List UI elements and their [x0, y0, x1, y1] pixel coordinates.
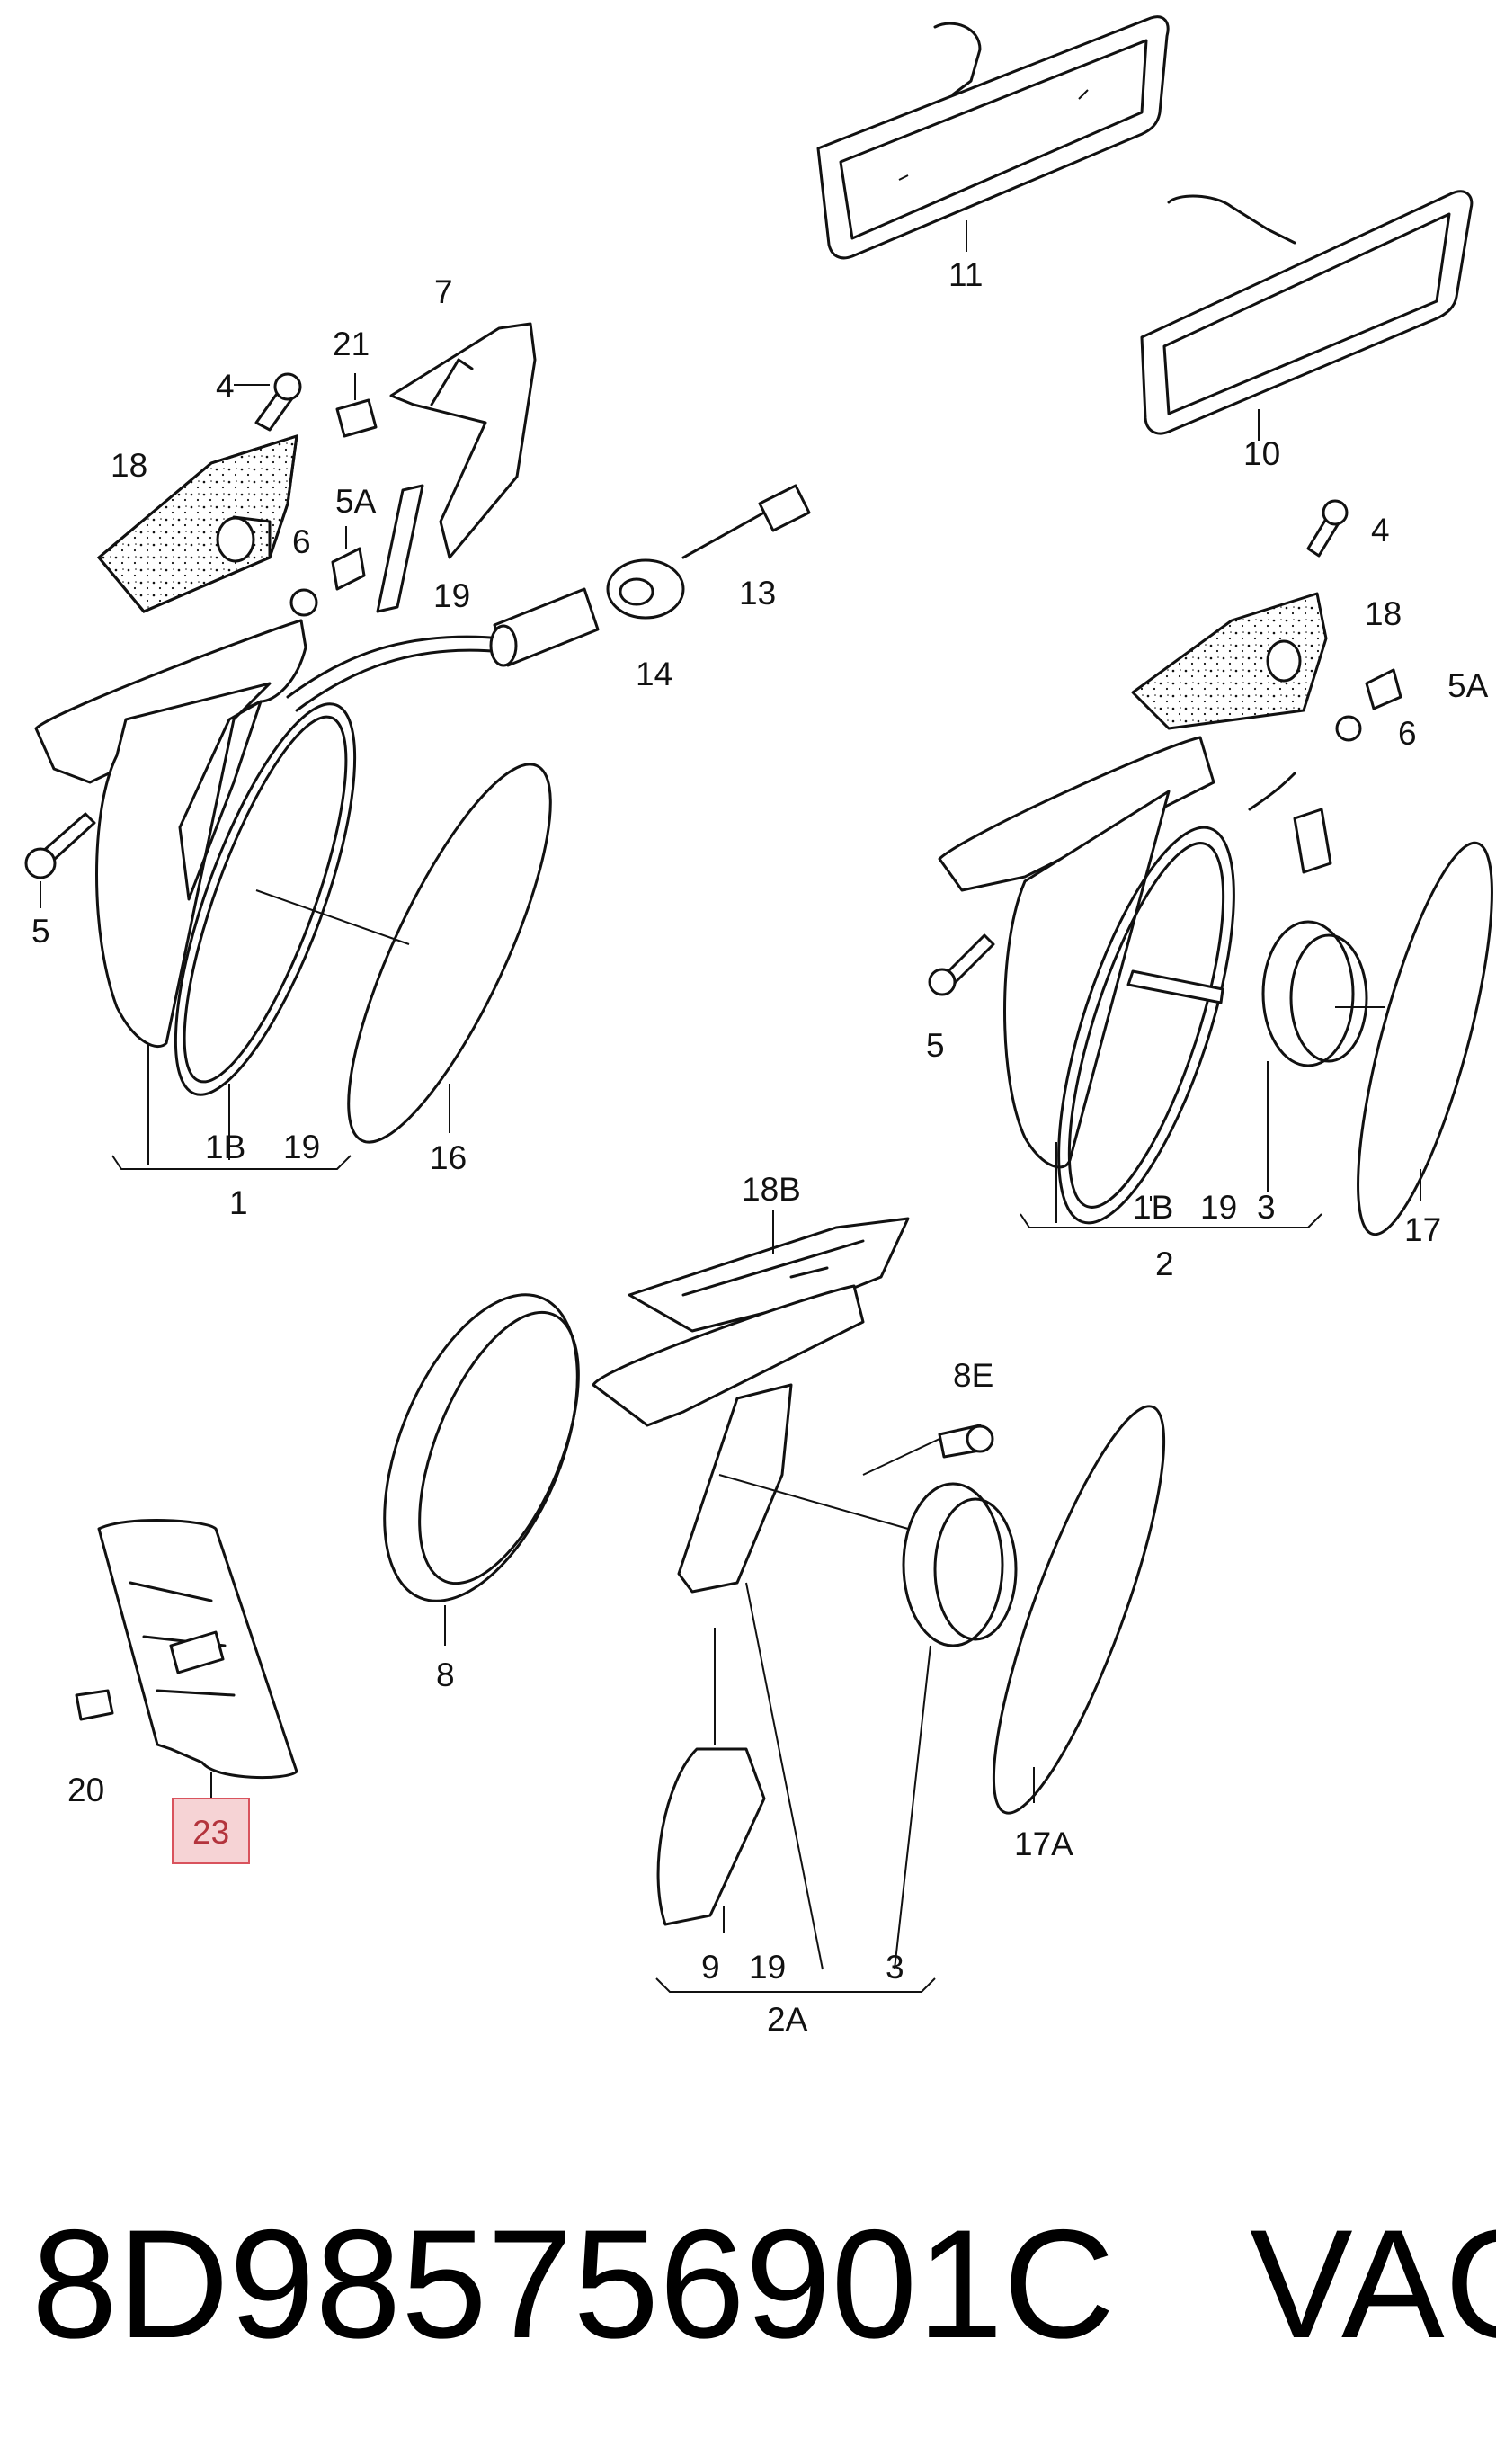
- callout-19-center: 19: [749, 1949, 786, 1986]
- cable-and-connector: [286, 484, 811, 712]
- callout-8: 8: [436, 1656, 455, 1693]
- callout-23-highlight[interactable]: 23: [172, 1798, 250, 1864]
- callout-2: 2: [1155, 1245, 1174, 1282]
- callout-18-left: 18: [111, 447, 147, 484]
- callout-21: 21: [333, 326, 370, 362]
- exterior-mirror-assembly-1: [24, 433, 552, 1144]
- callout-3-center: 3: [886, 1949, 904, 1986]
- part-number: 8D985756901C: [31, 2198, 1116, 2370]
- callout-5a-left: 5A: [335, 483, 377, 520]
- mirror-trim-7: [389, 322, 537, 559]
- callout-16: 16: [430, 1139, 467, 1176]
- callout-13: 13: [739, 575, 776, 612]
- callout-6-left: 6: [292, 523, 311, 560]
- screw-4-left: [234, 372, 302, 432]
- part-number-footer: 8D985756901C VAG: [31, 2194, 1496, 2374]
- bolt-5a-left: [331, 526, 366, 591]
- callout-1: 1: [229, 1184, 248, 1221]
- clip-20: [75, 1689, 114, 1721]
- callout-4-left: 4: [216, 368, 235, 405]
- callout-19-left: 19: [283, 1129, 320, 1165]
- callout-20: 20: [67, 1772, 104, 1808]
- callout-14: 14: [636, 656, 672, 692]
- callout-3-right: 3: [1257, 1189, 1276, 1226]
- callout-5-right: 5: [926, 1027, 945, 1064]
- washer-6-left: [289, 588, 318, 617]
- inner-trim-23: [97, 1519, 298, 1779]
- callout-18-right: 18: [1365, 595, 1402, 632]
- callout-23: 23: [192, 1814, 229, 1851]
- callout-17a: 17A: [1014, 1826, 1073, 1862]
- exterior-mirror-assembly-2: [928, 592, 1493, 1236]
- callout-17: 17: [1404, 1211, 1441, 1248]
- callout-5-left: 5: [31, 913, 50, 950]
- exterior-mirror-assembly-2a: [383, 1217, 1166, 1926]
- callout-1b-left: 1B: [205, 1129, 245, 1165]
- leader-lines: [111, 1043, 1421, 1993]
- clip-21: [335, 373, 378, 438]
- rear-view-mirror-11: [816, 15, 1170, 260]
- seal-strip-19: [376, 484, 424, 613]
- callout-9: 9: [701, 1949, 720, 1986]
- callout-18b: 18B: [742, 1171, 801, 1208]
- callout-5a-right: 5A: [1447, 667, 1489, 704]
- callout-8e: 8E: [953, 1357, 993, 1394]
- callout-10: 10: [1243, 435, 1280, 472]
- callout-labels: 11 10 7 21 4 18 5A 6 19 13 14 5 1B 19 16…: [31, 256, 1489, 2038]
- rear-view-mirror-10: [1140, 190, 1474, 435]
- callout-7: 7: [434, 273, 453, 310]
- screw-4-right: [1306, 499, 1349, 558]
- callout-2a: 2A: [767, 2001, 808, 2038]
- callout-6-right: 6: [1398, 715, 1417, 752]
- callout-1b-right: 1B: [1133, 1189, 1173, 1226]
- callout-19-strip: 19: [433, 577, 470, 614]
- washer-6-right: [1335, 715, 1362, 742]
- callout-4-right: 4: [1371, 512, 1390, 549]
- callout-19-right: 19: [1200, 1189, 1237, 1226]
- brand-name: VAG: [1250, 2198, 1496, 2370]
- callout-11: 11: [948, 256, 983, 293]
- bolt-5a-right: [1365, 668, 1402, 710]
